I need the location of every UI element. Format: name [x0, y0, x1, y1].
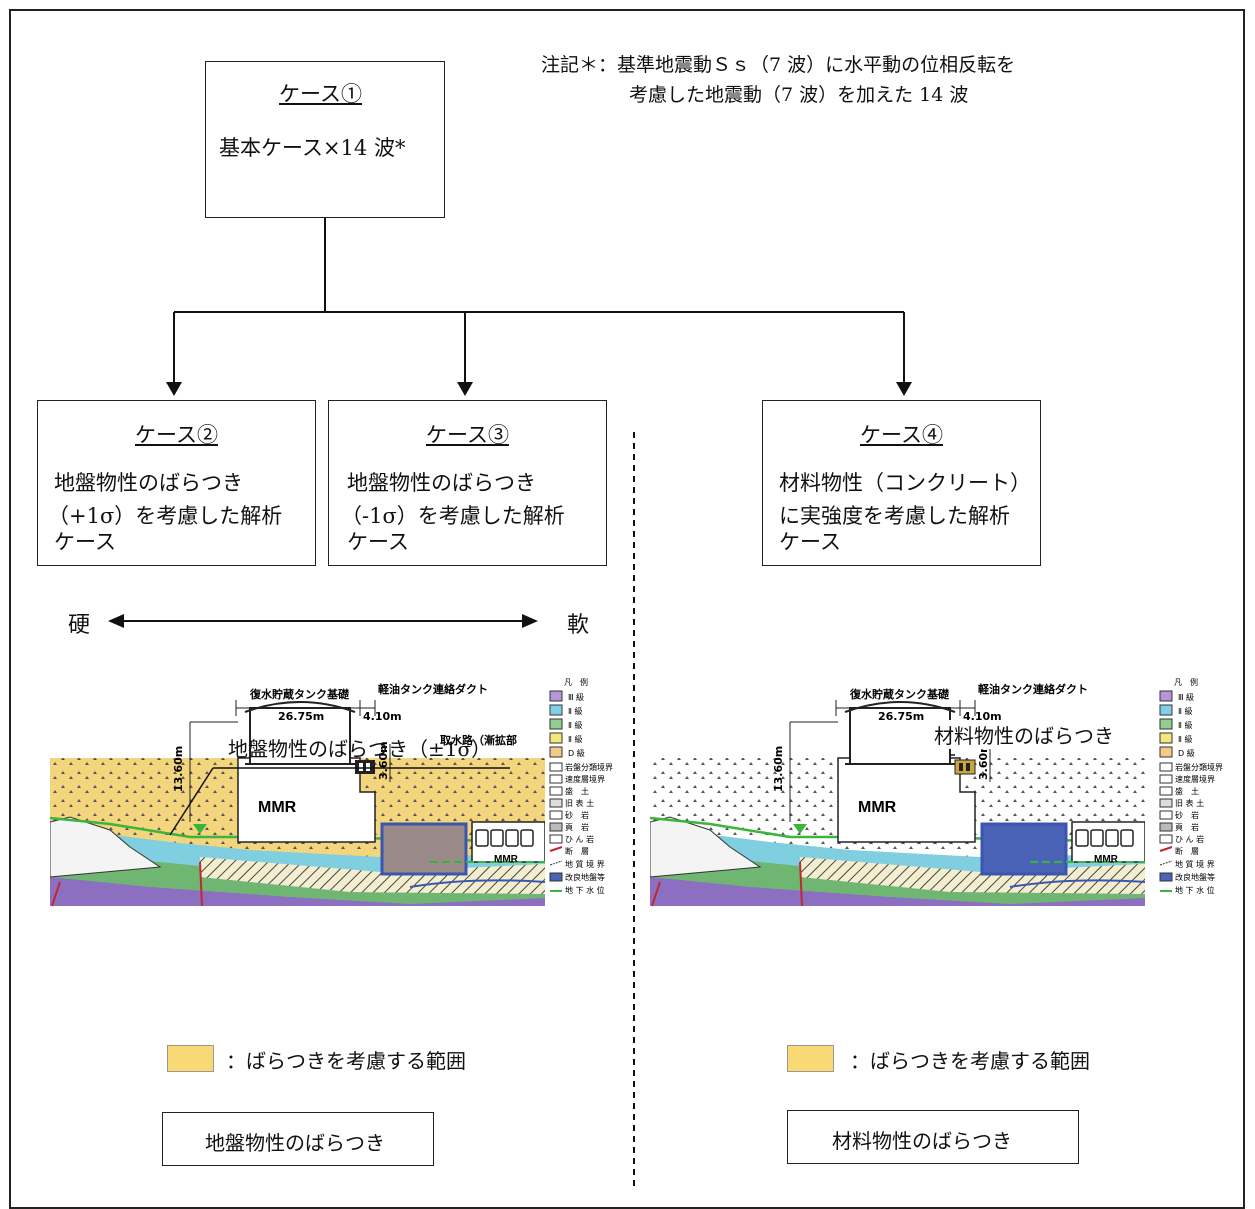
dim1-label: 26.75m	[278, 710, 324, 723]
svg-text:地 下 水 位: 地 下 水 位	[565, 885, 605, 895]
svg-text:凡 例: 凡 例	[1174, 677, 1198, 687]
left-range-swatch	[167, 1045, 214, 1072]
svg-text:改良地盤等: 改良地盤等	[1175, 872, 1215, 882]
svg-text:地 質 境 界: 地 質 境 界	[1175, 859, 1215, 869]
case4-line-1: 材料物性（コンクリート）	[779, 471, 1031, 495]
svg-text:Ⅲ 級: Ⅲ 級	[1178, 692, 1194, 702]
mmr-label-right: MMR	[858, 799, 897, 816]
intake-label: 取水路（漸拡部	[440, 733, 517, 747]
height2-label: 3.60m	[377, 741, 390, 780]
cross-section-material: 復水貯蔵タンク基礎 軽油タンク連絡ダクト 26.75m 4.10m 取水路（漸拡…	[650, 672, 1145, 907]
dim1-label-right: 26.75m	[878, 710, 924, 723]
svg-text:断 層: 断 層	[565, 846, 589, 856]
right-footer-box: 材料物性のばらつき	[787, 1110, 1079, 1164]
dim2-label: 4.10m	[363, 710, 402, 723]
svg-text:砂 岩: 砂 岩	[565, 810, 589, 820]
mmr-small-label: MMR	[494, 854, 519, 865]
svg-text:盛 土: 盛 土	[1175, 786, 1199, 796]
dim2-label-right: 4.10m	[963, 710, 1002, 723]
svg-text:Ⅱ 級: Ⅱ 級	[1178, 720, 1192, 730]
case4-line-2: に実強度を考慮した解析	[779, 504, 1010, 528]
svg-text:速度層境界: 速度層境界	[565, 774, 605, 784]
case2-box: ケース② 地盤物性のばらつき （+1σ）を考慮した解析 ケース	[37, 400, 316, 566]
svg-text:ひ ん 岩: ひ ん 岩	[1175, 834, 1204, 844]
svg-text:速度層境界: 速度層境界	[1175, 774, 1215, 784]
case1-title: ケース①	[279, 82, 362, 106]
svg-text:Ⅲ 級: Ⅲ 級	[568, 692, 584, 702]
case1-body: 基本ケース×14 波*	[219, 136, 406, 160]
svg-text:旧 表 土: 旧 表 土	[565, 798, 594, 808]
legend-items: 岩盤分類境界 速度層境界 盛 土 旧 表 土 砂 岩 頁 岩 ひ ん 岩 断 層…	[549, 762, 613, 895]
case2-line-3: ケース	[54, 530, 116, 554]
case2-line-2: （+1σ）を考慮した解析	[48, 504, 283, 528]
duct-label-right: 軽油タンク連絡ダクト	[978, 682, 1088, 696]
case4-title: ケース④	[860, 423, 943, 447]
svg-text:頁 岩: 頁 岩	[1175, 822, 1199, 832]
left-range-label: ：ばらつきを考慮する範囲	[226, 1049, 466, 1073]
svg-text:断 層: 断 層	[1175, 846, 1199, 856]
svg-text:Ⅱ 級: Ⅱ 級	[1178, 734, 1192, 744]
svg-text:岩盤分類境界: 岩盤分類境界	[565, 762, 613, 772]
svg-text:ひ ん 岩: ひ ん 岩	[565, 834, 594, 844]
svg-text:D 級: D 級	[1178, 748, 1195, 758]
svg-text:砂 岩: 砂 岩	[1175, 810, 1199, 820]
height1-label-right: 13.60m	[772, 746, 785, 792]
case1-box: ケース① 基本ケース×14 波*	[205, 61, 445, 218]
right-range-swatch	[787, 1045, 834, 1072]
case3-title: ケース③	[426, 423, 509, 447]
note-line-1: 注記＊：基準地震動Ｓｓ（7 波）に水平動の位相反転を	[541, 54, 1016, 76]
mmr-small-label-right: MMR	[1094, 854, 1119, 865]
svg-text:岩盤分類境界: 岩盤分類境界	[1175, 762, 1223, 772]
left-footer-box: 地盤物性のばらつき	[162, 1112, 434, 1166]
legend-right: 凡 例 Ⅲ 級 Ⅱ 級 Ⅱ 級 Ⅱ 級 D 級 岩盤分類境界 速度層境界 盛 土…	[1158, 675, 1238, 925]
cross-section-ground: 復水貯蔵タンク基礎 軽油タンク連絡ダクト 26.75m 4.10m 取水路（漸拡…	[50, 672, 545, 907]
svg-text:D 級: D 級	[568, 748, 585, 758]
note-line-2: 考慮した地震動（7 波）を加えた 14 波	[629, 84, 969, 106]
case3-line-1: 地盤物性のばらつき	[347, 471, 536, 495]
svg-text:Ⅱ 級: Ⅱ 級	[568, 734, 582, 744]
duct-label: 軽油タンク連絡ダクト	[378, 682, 488, 696]
svg-text:改良地盤等: 改良地盤等	[565, 872, 605, 882]
right-range-label: ：ばらつきを考慮する範囲	[850, 1049, 1090, 1073]
case4-line-3: ケース	[779, 530, 841, 554]
mmr-label: MMR	[258, 799, 297, 816]
label-hard: 硬	[68, 613, 91, 638]
legend-grades: Ⅲ 級 Ⅱ 級 Ⅱ 級 Ⅱ 級 D 級	[549, 690, 585, 758]
svg-text:旧 表 土: 旧 表 土	[1175, 798, 1204, 808]
case2-line-1: 地盤物性のばらつき	[54, 471, 243, 495]
tank-label-right: 復水貯蔵タンク基礎	[849, 687, 950, 701]
legend-title: 凡 例	[564, 677, 588, 687]
svg-text:Ⅱ 級: Ⅱ 級	[568, 720, 582, 730]
case3-box: ケース③ 地盤物性のばらつき （-1σ）を考慮した解析 ケース	[328, 400, 607, 566]
left-callout-label: 地盤物性のばらつき（±1σ）	[228, 737, 492, 761]
case4-box: ケース④ 材料物性（コンクリート） に実強度を考慮した解析 ケース	[762, 400, 1041, 566]
legend-left: 凡 例 Ⅲ 級 Ⅱ 級 Ⅱ 級 Ⅱ 級 D 級 岩盤分類境界 速度層境界 盛 土…	[548, 675, 628, 925]
svg-text:Ⅱ 級: Ⅱ 級	[1178, 706, 1192, 716]
svg-text:地 質 境 界: 地 質 境 界	[565, 859, 605, 869]
svg-text:Ⅱ 級: Ⅱ 級	[568, 706, 582, 716]
right-footer-label: 材料物性のばらつき	[832, 1129, 1012, 1153]
svg-text:地 下 水 位: 地 下 水 位	[1175, 885, 1215, 895]
case2-title: ケース②	[135, 423, 218, 447]
svg-text:盛 土: 盛 土	[565, 786, 589, 796]
case3-line-2: （-1σ）を考慮した解析	[341, 504, 565, 528]
case3-line-3: ケース	[347, 530, 409, 554]
right-callout-label: 材料物性のばらつき	[930, 720, 1118, 749]
left-footer-label: 地盤物性のばらつき	[205, 1131, 385, 1155]
tank-label: 復水貯蔵タンク基礎	[249, 687, 350, 701]
height1-label: 13.60m	[172, 746, 185, 792]
svg-text:頁 岩: 頁 岩	[565, 822, 589, 832]
height2-label-right: 3.60m	[977, 741, 990, 780]
label-soft: 軟	[567, 613, 590, 638]
